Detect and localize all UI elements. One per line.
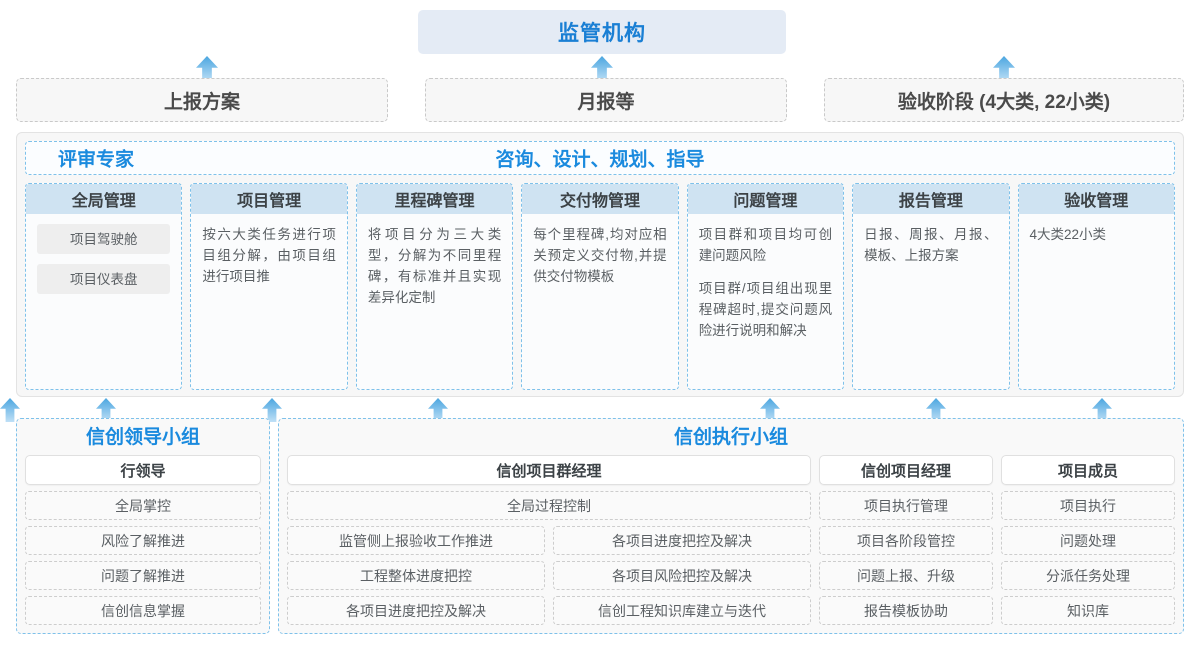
module-header: 问题管理 bbox=[687, 184, 844, 214]
program-manager-tasks-right: 各项目进度把控及解决 各项目风险把控及解决 信创工程知识库建立与迭代 bbox=[553, 526, 811, 625]
report-box-plan: 上报方案 bbox=[16, 78, 388, 122]
module-column-issue[interactable]: 问题管理 项目群和项目均可创建问题风险 项目群/项目组出现里程碑超时,提交问题风… bbox=[686, 183, 845, 390]
module-header: 验收管理 bbox=[1018, 184, 1174, 214]
module-text: 每个里程碑,均对应相关预定义交付物,并提供交付物模板 bbox=[533, 227, 667, 284]
report-box-monthly: 月报等 bbox=[425, 78, 787, 122]
task-item[interactable]: 全局过程控制 bbox=[287, 491, 811, 520]
teams-section: 信创领导小组 行领导 全局掌控 风险了解推进 问题了解推进 信创信息掌握 信创执… bbox=[16, 418, 1184, 634]
review-experts-label: 评审专家 bbox=[58, 149, 135, 171]
module-text: 4大类22小类 bbox=[1029, 227, 1107, 242]
task-item[interactable]: 信创信息掌握 bbox=[25, 596, 261, 625]
role-card-project-manager: 信创项目经理 项目执行管理 项目各阶段管控 问题上报、升级 报告模板协助 bbox=[819, 455, 993, 625]
module-text: 日报、周报、月报、模板、上报方案 bbox=[864, 227, 998, 263]
role-title: 行领导 bbox=[25, 455, 261, 485]
leader-group-title: 信创领导小组 bbox=[85, 427, 200, 448]
task-item[interactable]: 项目执行 bbox=[1001, 491, 1175, 520]
platform-banner: 评审专家 咨询、设计、规划、指导 bbox=[25, 141, 1175, 175]
module-body: 日报、周报、月报、模板、上报方案 bbox=[853, 214, 1008, 389]
module-body: 将项目分为三大类型，分解为不同里程碑，有标准并且实现差异化定制 bbox=[357, 214, 512, 389]
middle-arrow-group bbox=[0, 398, 1200, 422]
task-item[interactable]: 监管侧上报验收工作推进 bbox=[287, 526, 545, 555]
module-header: 项目管理 bbox=[191, 184, 347, 214]
task-item[interactable]: 知识库 bbox=[1001, 596, 1175, 625]
task-item[interactable]: 报告模板协助 bbox=[819, 596, 993, 625]
module-header: 报告管理 bbox=[853, 184, 1009, 214]
module-column-milestone[interactable]: 里程碑管理 将项目分为三大类型，分解为不同里程碑，有标准并且实现差异化定制 bbox=[355, 183, 514, 390]
role-title: 项目成员 bbox=[1001, 455, 1175, 485]
task-item[interactable]: 风险了解推进 bbox=[25, 526, 261, 555]
module-body: 4大类22小类 bbox=[1019, 214, 1174, 389]
module-text: 项目群和项目均可创建问题风险 bbox=[698, 227, 833, 263]
task-item[interactable]: 问题处理 bbox=[1001, 526, 1175, 555]
task-item[interactable]: 全局掌控 bbox=[25, 491, 261, 520]
consulting-label: 咨询、设计、规划、指导 bbox=[495, 149, 705, 171]
task-item[interactable]: 项目各阶段管控 bbox=[819, 526, 993, 555]
report-boxes-row: 上报方案 月报等 验收阶段 (4大类, 22小类) bbox=[16, 78, 1184, 122]
module-chip[interactable]: 项目驾驶舱 bbox=[37, 224, 171, 254]
module-header: 交付物管理 bbox=[522, 184, 678, 214]
role-card-project-member: 项目成员 项目执行 问题处理 分派任务处理 知识库 bbox=[1001, 455, 1175, 625]
module-column-deliverable[interactable]: 交付物管理 每个里程碑,均对应相关预定义交付物,并提供交付物模板 bbox=[521, 183, 679, 390]
task-item[interactable]: 项目执行管理 bbox=[819, 491, 993, 520]
task-item[interactable]: 分派任务处理 bbox=[1001, 561, 1175, 590]
program-manager-tasks-left: 监管侧上报验收工作推进 工程整体进度把控 各项目进度把控及解决 bbox=[287, 526, 545, 625]
module-column-global[interactable]: 全局管理 项目驾驶舱 项目仪表盘 bbox=[25, 183, 183, 390]
report-box-label: 月报等 bbox=[577, 91, 635, 113]
report-box-label: 验收阶段 (4大类, 22小类) bbox=[897, 91, 1111, 113]
task-item[interactable]: 信创工程知识库建立与迭代 bbox=[553, 596, 811, 625]
platform-section: 评审专家 咨询、设计、规划、指导 全局管理 项目驾驶舱 项目仪表盘 项目管理 按… bbox=[16, 132, 1184, 397]
module-header: 全局管理 bbox=[26, 184, 182, 214]
execution-group-title: 信创执行小组 bbox=[673, 427, 788, 448]
task-item[interactable]: 问题上报、升级 bbox=[819, 561, 993, 590]
module-column-acceptance[interactable]: 验收管理 4大类22小类 bbox=[1017, 183, 1175, 390]
module-text: 按六大类任务进行项目组分解，由项目组进行项目推 bbox=[202, 227, 336, 284]
report-box-acceptance: 验收阶段 (4大类, 22小类) bbox=[824, 78, 1184, 122]
regulator-title: 监管机构 bbox=[558, 22, 646, 45]
role-title: 信创项目经理 bbox=[819, 455, 993, 485]
leader-group: 信创领导小组 行领导 全局掌控 风险了解推进 问题了解推进 信创信息掌握 bbox=[16, 418, 270, 634]
top-arrow-group bbox=[0, 56, 1200, 82]
role-card-program-manager: 信创项目群经理 全局过程控制 监管侧上报验收工作推进 工程整体进度把控 各项目进… bbox=[287, 455, 811, 625]
module-text: 项目群/项目组出现里程碑超时,提交问题风险进行说明和解决 bbox=[698, 281, 833, 338]
module-chip[interactable]: 项目仪表盘 bbox=[37, 264, 171, 294]
module-header: 里程碑管理 bbox=[356, 184, 513, 214]
task-item[interactable]: 工程整体进度把控 bbox=[287, 561, 545, 590]
task-item[interactable]: 各项目风险把控及解决 bbox=[553, 561, 811, 590]
report-box-label: 上报方案 bbox=[163, 91, 240, 113]
task-item[interactable]: 问题了解推进 bbox=[25, 561, 261, 590]
program-manager-task-columns: 监管侧上报验收工作推进 工程整体进度把控 各项目进度把控及解决 各项目进度把控及… bbox=[287, 526, 811, 625]
regulator-title-box: 监管机构 bbox=[418, 10, 786, 54]
module-column-report[interactable]: 报告管理 日报、周报、月报、模板、上报方案 bbox=[852, 183, 1010, 390]
module-body: 项目群和项目均可创建问题风险 项目群/项目组出现里程碑超时,提交问题风险进行说明… bbox=[688, 214, 843, 389]
task-item[interactable]: 各项目进度把控及解决 bbox=[287, 596, 545, 625]
module-columns: 全局管理 项目驾驶舱 项目仪表盘 项目管理 按六大类任务进行项目组分解，由项目组… bbox=[25, 183, 1175, 390]
execution-group: 信创执行小组 信创项目群经理 全局过程控制 监管侧上报验收工作推进 工程整体进度… bbox=[278, 418, 1184, 634]
module-body: 每个里程碑,均对应相关预定义交付物,并提供交付物模板 bbox=[522, 214, 677, 389]
module-body: 按六大类任务进行项目组分解，由项目组进行项目推 bbox=[191, 214, 346, 389]
module-text: 将项目分为三大类型，分解为不同里程碑，有标准并且实现差异化定制 bbox=[367, 227, 502, 305]
execution-roles-row: 信创项目群经理 全局过程控制 监管侧上报验收工作推进 工程整体进度把控 各项目进… bbox=[287, 455, 1175, 625]
module-column-project[interactable]: 项目管理 按六大类任务进行项目组分解，由项目组进行项目推 bbox=[190, 183, 348, 390]
module-body: 项目驾驶舱 项目仪表盘 bbox=[26, 214, 181, 389]
role-title: 信创项目群经理 bbox=[287, 455, 811, 485]
task-item[interactable]: 各项目进度把控及解决 bbox=[553, 526, 811, 555]
role-card-bank-leader: 行领导 全局掌控 风险了解推进 问题了解推进 信创信息掌握 bbox=[25, 455, 261, 625]
